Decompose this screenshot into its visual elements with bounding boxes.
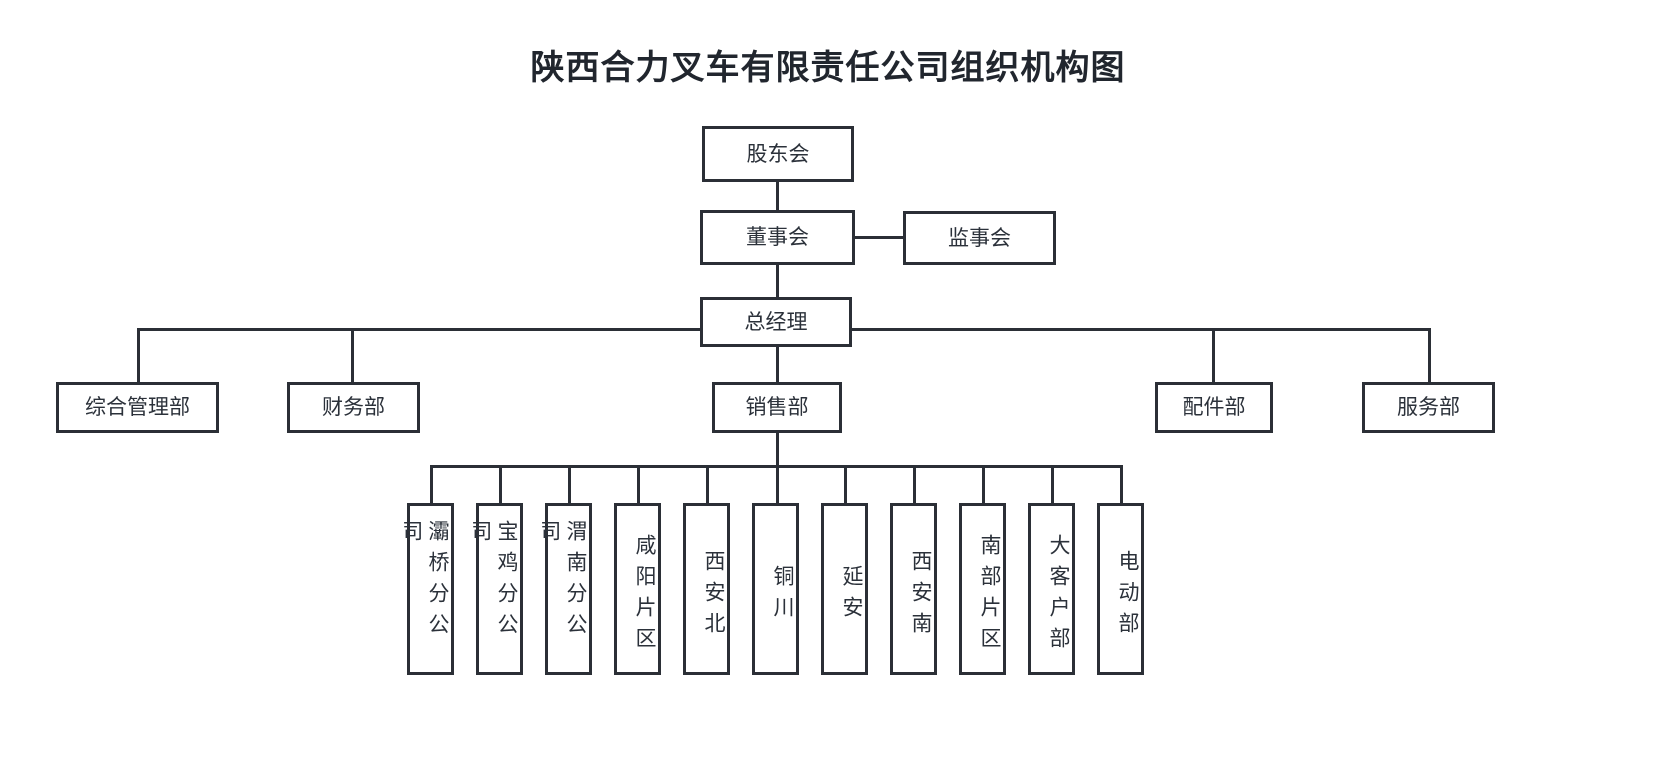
connector-drop-unit-5 (776, 465, 779, 503)
node-general-manager[interactable]: 总经理 (700, 297, 852, 347)
connector-drop-service (1428, 328, 1431, 382)
connector-drop-unit-4 (706, 465, 709, 503)
connector-drop-unit-3 (637, 465, 640, 503)
connector-sales-units-bus (430, 465, 1120, 468)
connector-gm-bus-left (137, 328, 700, 331)
node-sales-unit-baoji[interactable]: 宝鸡分公司 (469, 503, 523, 675)
node-department-service[interactable]: 服务部 (1362, 382, 1495, 433)
node-sales-unit-weinan[interactable]: 渭南分公司 (538, 503, 592, 675)
connector-drop-unit-1 (499, 465, 502, 503)
node-shareholders[interactable]: 股东会 (702, 126, 854, 182)
connector-drop-unit-2 (568, 465, 571, 503)
node-department-finance[interactable]: 财务部 (287, 382, 420, 433)
node-department-parts[interactable]: 配件部 (1155, 382, 1273, 433)
connector-drop-sales (776, 347, 779, 382)
connector-drop-unit-8 (982, 465, 985, 503)
node-sales-unit-tongchuan[interactable]: 铜川 (752, 503, 799, 675)
connector-shareholders-to-board (776, 182, 779, 210)
node-sales-unit-south-region[interactable]: 南部片区 (959, 503, 1006, 675)
connector-drop-finance (351, 328, 354, 382)
node-sales-unit-xian-north[interactable]: 西安北 (683, 503, 730, 675)
connector-drop-unit-10 (1120, 465, 1123, 503)
connector-drop-parts (1212, 328, 1215, 382)
node-sales-unit-xianyang[interactable]: 咸阳片区 (614, 503, 661, 675)
connector-board-to-supervisors (855, 236, 903, 239)
connector-board-to-gm (776, 265, 779, 297)
connector-drop-unit-0 (430, 465, 433, 503)
node-sales-unit-yanan[interactable]: 延安 (821, 503, 868, 675)
connector-sales-to-units-bus (776, 433, 779, 465)
connector-drop-unit-6 (844, 465, 847, 503)
node-sales-unit-baqiao[interactable]: 灞桥分公司 (400, 503, 454, 675)
page-title: 陕西合力叉车有限责任公司组织机构图 (530, 49, 1126, 87)
connector-drop-general-admin (137, 328, 140, 382)
node-sales-unit-xian-south[interactable]: 西安南 (890, 503, 937, 675)
node-sales-unit-electric[interactable]: 电动部 (1097, 503, 1144, 675)
connector-gm-bus-right (852, 328, 1430, 331)
node-department-general-admin[interactable]: 综合管理部 (56, 382, 219, 433)
connector-drop-unit-7 (913, 465, 916, 503)
node-board-of-supervisors[interactable]: 监事会 (903, 211, 1056, 265)
node-board-of-directors[interactable]: 董事会 (700, 210, 855, 265)
node-sales-unit-key-accounts[interactable]: 大客户部 (1028, 503, 1075, 675)
node-department-sales[interactable]: 销售部 (712, 382, 842, 433)
connector-drop-unit-9 (1051, 465, 1054, 503)
